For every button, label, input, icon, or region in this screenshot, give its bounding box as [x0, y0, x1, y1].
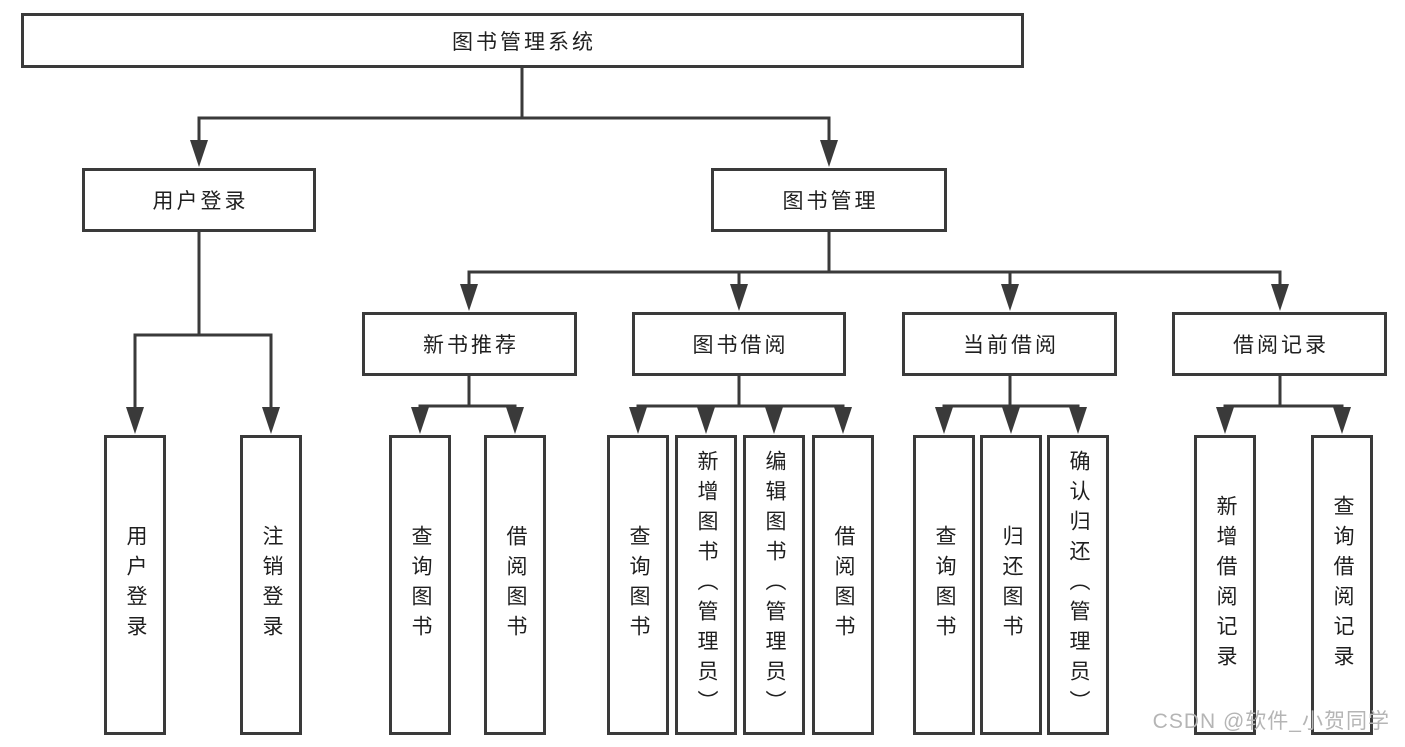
arrowhead-down-icon — [697, 407, 715, 434]
leaf-query-books-borrow: 查询图书 — [607, 435, 669, 735]
connector-borrow-records-to-leaves — [1223, 376, 1344, 408]
leaf-user-login: 用户登录 — [104, 435, 166, 735]
connector-user-login-to-leaves — [133, 232, 273, 408]
connector-book-mgmt-to-level3 — [467, 232, 1282, 285]
arrowhead-down-icon — [765, 407, 783, 434]
node-book-borrow: 图书借阅 — [632, 312, 846, 376]
connector-lines — [133, 66, 1344, 408]
connector-book-borrow-to-leaves — [636, 376, 845, 408]
leaf-query-borrow-record: 查询借阅记录 — [1311, 435, 1373, 735]
arrowhead-down-icon — [1216, 407, 1234, 434]
arrowheads — [126, 140, 1351, 434]
arrowhead-down-icon — [730, 284, 748, 311]
leaf-edit-books-admin: 编辑图书（管理员） — [743, 435, 805, 735]
node-user-login: 用户登录 — [82, 168, 316, 232]
node-book-management: 图书管理 — [711, 168, 947, 232]
arrowhead-down-icon — [1069, 407, 1087, 434]
leaf-confirm-return-admin: 确认归还（管理员） — [1047, 435, 1109, 735]
connector-root-to-level2 — [197, 66, 831, 141]
arrowhead-down-icon — [126, 407, 144, 434]
leaf-logout: 注销登录 — [240, 435, 302, 735]
arrowhead-down-icon — [506, 407, 524, 434]
connector-current-borrow-to-leaves — [942, 376, 1080, 408]
arrowhead-down-icon — [834, 407, 852, 434]
leaf-return-books: 归还图书 — [980, 435, 1042, 735]
arrowhead-down-icon — [460, 284, 478, 311]
arrowhead-down-icon — [1333, 407, 1351, 434]
arrowhead-down-icon — [190, 140, 208, 167]
connector-new-book-rec-to-leaves — [418, 376, 517, 408]
leaf-add-books-admin: 新增图书（管理员） — [675, 435, 737, 735]
arrowhead-down-icon — [1001, 284, 1019, 311]
arrowhead-down-icon — [629, 407, 647, 434]
arrowhead-down-icon — [935, 407, 953, 434]
arrowhead-down-icon — [1002, 407, 1020, 434]
node-borrow-records: 借阅记录 — [1172, 312, 1387, 376]
node-current-borrow: 当前借阅 — [902, 312, 1117, 376]
leaf-borrow-books-recommend: 借阅图书 — [484, 435, 546, 735]
leaf-borrow-books: 借阅图书 — [812, 435, 874, 735]
leaf-query-books-current: 查询图书 — [913, 435, 975, 735]
node-root-library-system: 图书管理系统 — [21, 13, 1024, 68]
arrowhead-down-icon — [1271, 284, 1289, 311]
leaf-add-borrow-record: 新增借阅记录 — [1194, 435, 1256, 735]
arrowhead-down-icon — [411, 407, 429, 434]
arrowhead-down-icon — [820, 140, 838, 167]
node-new-book-recommend: 新书推荐 — [362, 312, 577, 376]
leaf-query-books-recommend: 查询图书 — [389, 435, 451, 735]
arrowhead-down-icon — [262, 407, 280, 434]
watermark: CSDN @软件_小贺同学 — [1152, 710, 1390, 733]
